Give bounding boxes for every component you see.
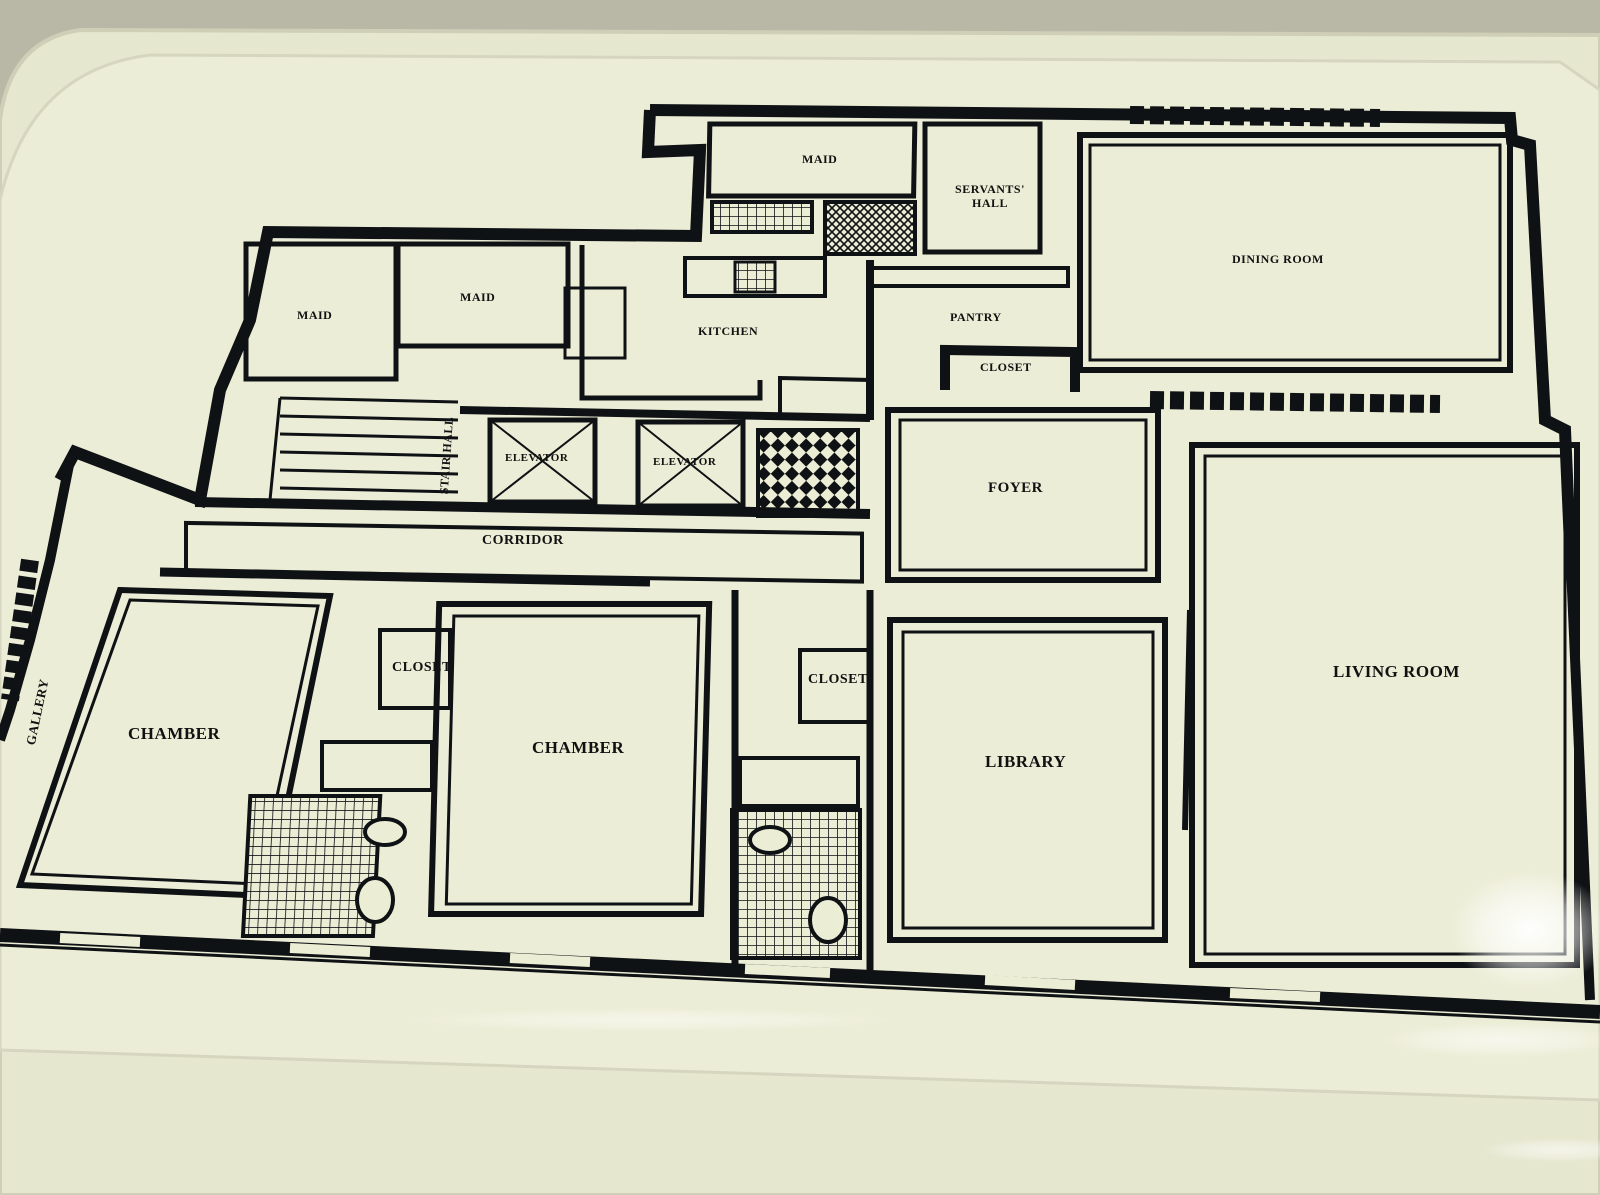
- floor-plan: [0, 104, 1600, 1024]
- room-label-maid-left: MAID: [297, 308, 333, 322]
- exterior-wall-left: [0, 459, 75, 742]
- glare-reflection: [1380, 1022, 1600, 1058]
- room-label-pantry: PANTRY: [950, 310, 1002, 324]
- room-label-library: LIBRARY: [985, 752, 1067, 771]
- glare-reflection: [1480, 1138, 1600, 1162]
- room-label-servants-hall: SERVANTS' HALL: [955, 182, 1025, 210]
- room-label-closet-pantry: CLOSET: [980, 360, 1032, 374]
- room-label-closet-1: CLOSET: [392, 660, 452, 675]
- room-label-elevator-1: ELEVATOR: [505, 452, 569, 464]
- room-label-living-room: LIVING ROOM: [1333, 662, 1460, 681]
- room-label-closet-2: CLOSET: [808, 672, 868, 687]
- room-label-dining-room: DINING ROOM: [1232, 252, 1324, 266]
- room-label-chamber-2: CHAMBER: [532, 738, 625, 757]
- room-label-kitchen: KITCHEN: [698, 324, 759, 338]
- room-label-chamber-1: CHAMBER: [128, 724, 221, 743]
- glare-reflection: [1450, 870, 1600, 990]
- room-label-foyer: FOYER: [988, 480, 1043, 496]
- room-label-corridor: CORRIDOR: [482, 533, 564, 548]
- exterior-wall-left-upper: [54, 109, 707, 509]
- room-label-elevator-2: ELEVATOR: [653, 456, 717, 468]
- glare-reflection: [400, 1008, 900, 1032]
- room-label-maid-mid: MAID: [460, 290, 496, 304]
- room-label-maid-top: MAID: [802, 152, 838, 166]
